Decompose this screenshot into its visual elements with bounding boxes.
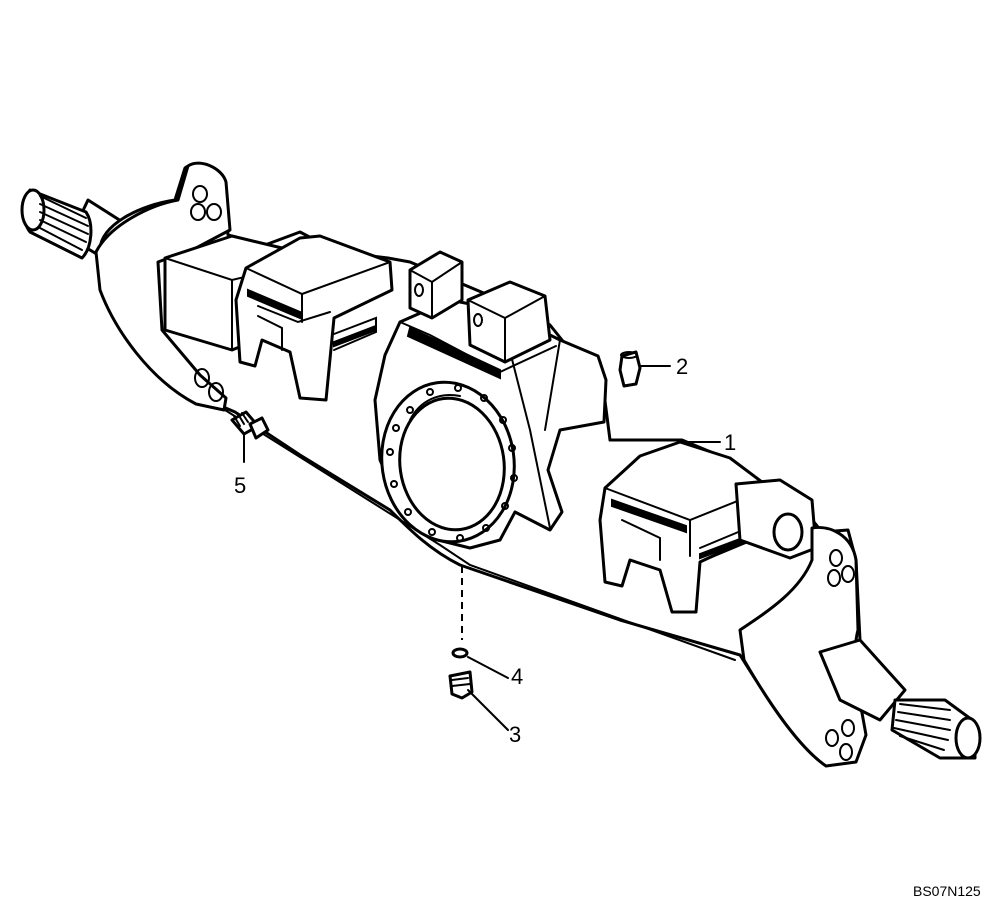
callout-1: 1 [724,430,736,455]
drain-plug-part-3 [448,670,474,700]
callout-5: 5 [234,473,246,498]
leader-lines [243,365,721,731]
bolt-part-5 [230,410,270,440]
callout-2: 2 [676,354,688,379]
upper-mounting-lugs [408,250,552,364]
callout-3: 3 [509,722,521,747]
right-axle-shaft [818,638,982,760]
drawing-code: BS07N125 [913,883,981,899]
plug-part-2 [618,350,642,388]
right-spring-seat [598,440,772,614]
left-spring-seat [234,234,394,402]
right-mounting-bracket [738,525,868,768]
differential-housing [373,298,608,550]
left-mounting-bracket [94,161,232,412]
washer-part-4 [451,647,469,659]
callout-4: 4 [511,664,523,689]
